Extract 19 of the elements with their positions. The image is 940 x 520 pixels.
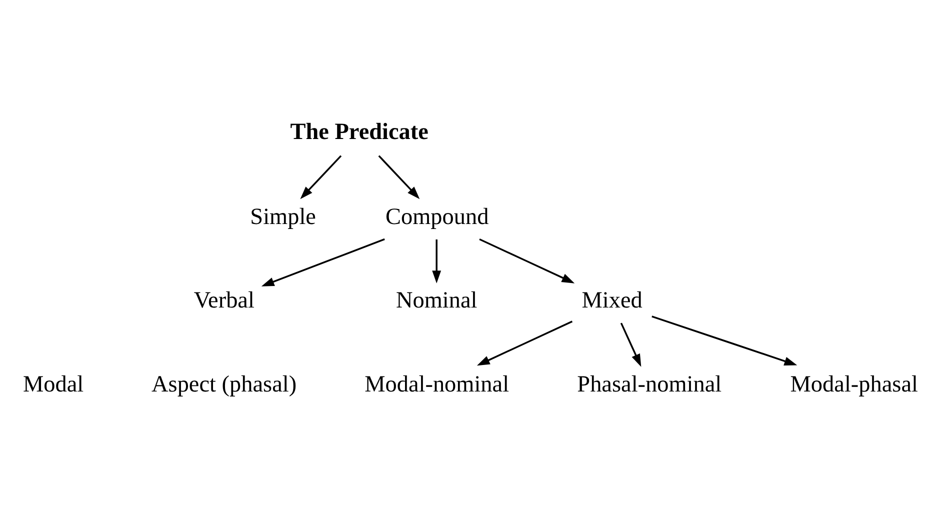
node-text: Nominal	[396, 288, 478, 314]
node-text: Modal-phasal	[790, 371, 918, 398]
node-text: Phasal-nominal	[577, 371, 722, 398]
arrow	[378, 155, 420, 200]
arrow	[479, 238, 575, 284]
arrow	[620, 322, 642, 367]
arrow	[432, 239, 442, 284]
node-text: Modal-nominal	[364, 371, 510, 398]
node-text: Mixed	[582, 288, 642, 314]
label: Modal	[22, 371, 84, 398]
arrow	[652, 316, 798, 366]
node-text: Simple	[250, 204, 316, 230]
node-text: Compound	[386, 204, 489, 230]
label: Aspect (phasal)	[152, 371, 297, 398]
arrow	[476, 320, 573, 366]
arrow	[300, 155, 342, 200]
node-text: The Predicate	[290, 119, 428, 146]
arrow	[261, 238, 385, 286]
node-text: Verbal	[194, 288, 254, 314]
